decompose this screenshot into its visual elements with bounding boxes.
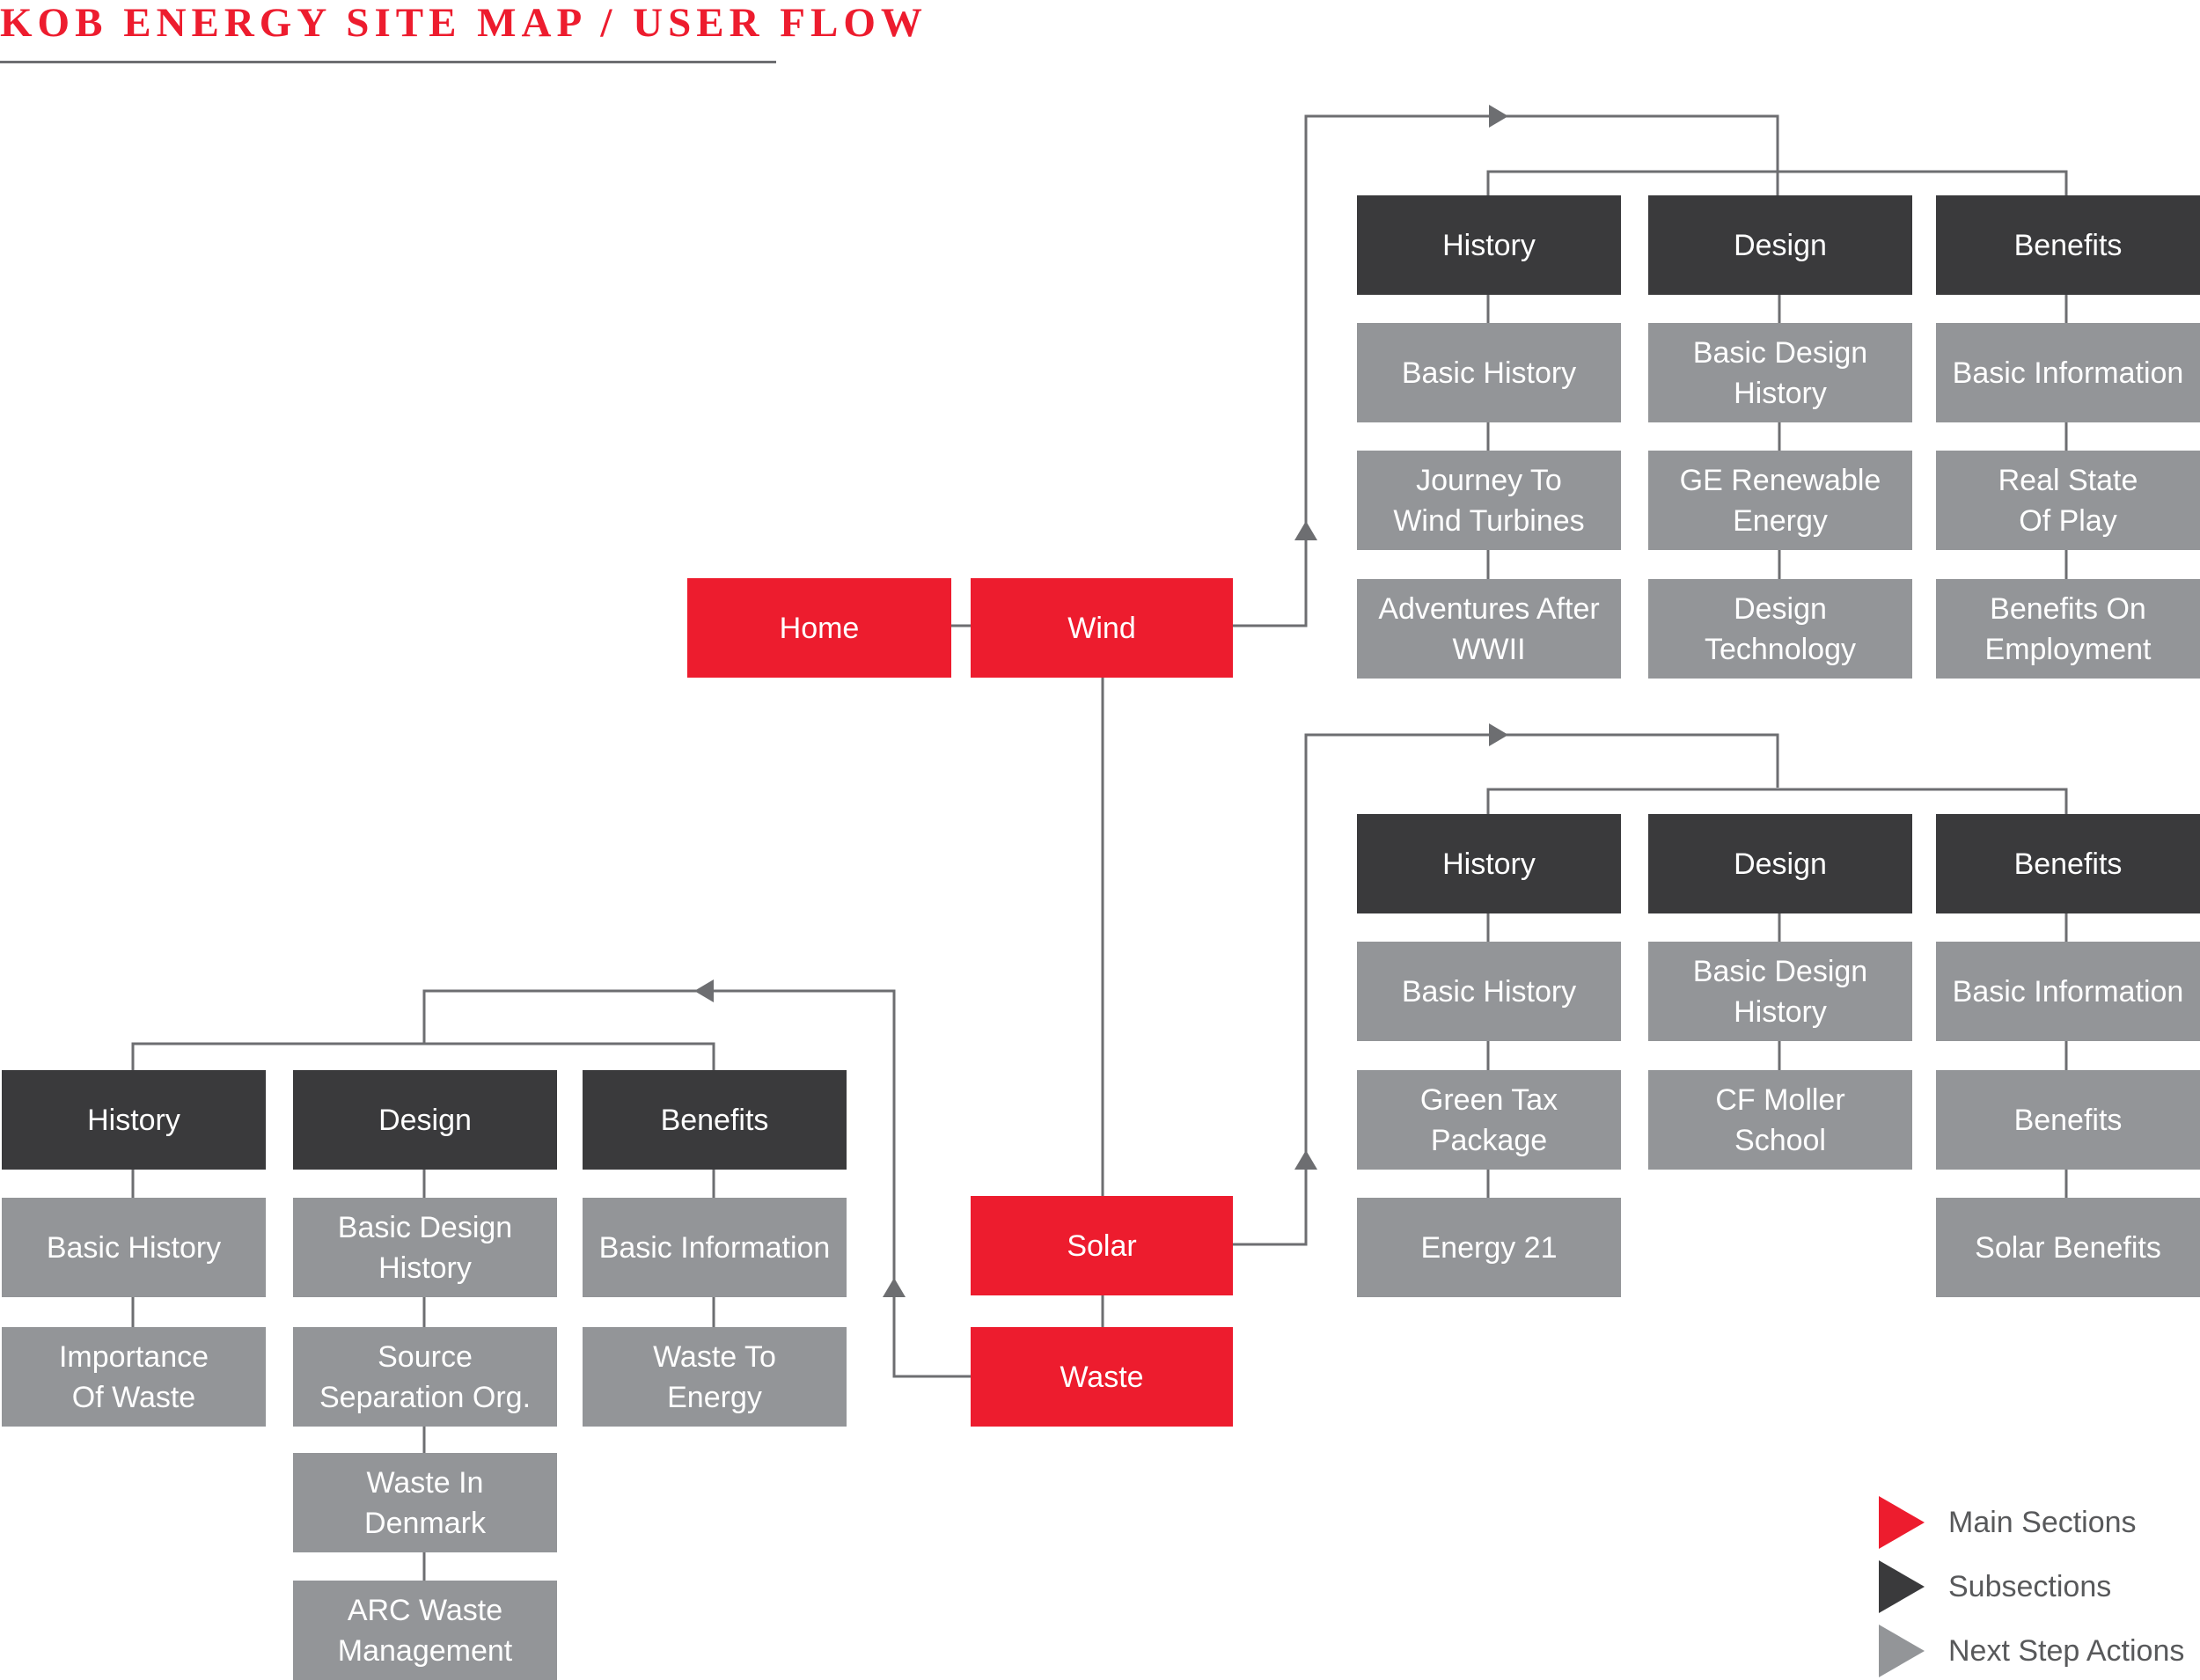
solar-benefits-item-1[interactable]: Basic Information <box>1936 942 2200 1041</box>
waste-node[interactable]: Waste <box>971 1327 1233 1427</box>
wind-design-item-2[interactable]: GE Renewable Energy <box>1648 451 1912 550</box>
solar-benefits-node[interactable]: Benefits <box>1936 814 2200 913</box>
legend-next-step-triangle-icon <box>1879 1625 1925 1677</box>
arrow-left-waste <box>694 979 714 1002</box>
waste-history-node[interactable]: History <box>2 1070 266 1170</box>
arrow-up-wind <box>1294 521 1317 540</box>
solar-history-item-1[interactable]: Basic History <box>1357 942 1621 1041</box>
arrow-right-wind <box>1489 105 1508 128</box>
wind-history-node[interactable]: History <box>1357 195 1621 295</box>
waste-design-node[interactable]: Design <box>293 1070 557 1170</box>
arrow-right-solar <box>1489 723 1508 746</box>
home-node[interactable]: Home <box>687 578 951 678</box>
waste-design-item-2[interactable]: Source Separation Org. <box>293 1327 557 1427</box>
solar-benefits-item-2[interactable]: Benefits <box>1936 1070 2200 1170</box>
legend-next-step-label: Next Step Actions <box>1948 1633 2185 1668</box>
legend-main-triangle-icon <box>1879 1496 1925 1549</box>
solar-history-item-2[interactable]: Green Tax Package <box>1357 1070 1621 1170</box>
connector-waste-flow <box>422 989 971 1378</box>
legend-subsections-label: Subsections <box>1948 1569 2112 1603</box>
waste-benefits-node[interactable]: Benefits <box>583 1070 847 1170</box>
wind-benefits-item-1[interactable]: Basic Information <box>1936 323 2200 422</box>
solar-history-node[interactable]: History <box>1357 814 1621 913</box>
connector-wind-flow <box>1233 114 1779 627</box>
solar-design-item-2[interactable]: CF Moller School <box>1648 1070 1912 1170</box>
legend-subsections-triangle-icon <box>1879 1560 1925 1613</box>
legend-main-label: Main Sections <box>1948 1505 2137 1539</box>
wind-history-item-1[interactable]: Basic History <box>1357 323 1621 422</box>
solar-node[interactable]: Solar <box>971 1196 1233 1295</box>
wind-history-item-3[interactable]: Adventures After WWII <box>1357 579 1621 679</box>
title-underline <box>0 61 776 63</box>
solar-history-item-3[interactable]: Energy 21 <box>1357 1198 1621 1297</box>
wind-design-node[interactable]: Design <box>1648 195 1912 295</box>
wind-node[interactable]: Wind <box>971 578 1233 678</box>
waste-design-item-4[interactable]: ARC Waste Management <box>293 1581 557 1680</box>
waste-design-item-1[interactable]: Basic Design History <box>293 1198 557 1297</box>
legend-subsections: Subsections <box>1879 1560 2111 1613</box>
wind-design-item-3[interactable]: Design Technology <box>1648 579 1912 679</box>
waste-history-item-2[interactable]: Importance Of Waste <box>2 1327 266 1427</box>
solar-design-node[interactable]: Design <box>1648 814 1912 913</box>
wind-benefits-item-3[interactable]: Benefits On Employment <box>1936 579 2200 679</box>
legend-main-sections: Main Sections <box>1879 1496 2137 1549</box>
legend-next-step: Next Step Actions <box>1879 1625 2184 1677</box>
solar-design-item-1[interactable]: Basic Design History <box>1648 942 1912 1041</box>
wind-benefits-node[interactable]: Benefits <box>1936 195 2200 295</box>
waste-history-item-1[interactable]: Basic History <box>2 1198 266 1297</box>
waste-benefits-item-1[interactable]: Basic Information <box>583 1198 847 1297</box>
wind-history-item-2[interactable]: Journey To Wind Turbines <box>1357 451 1621 550</box>
page-title: KOB ENERGY SITE MAP / USER FLOW <box>0 0 928 46</box>
connector-waste-branch <box>131 1042 715 1070</box>
solar-benefits-item-3[interactable]: Solar Benefits <box>1936 1198 2200 1297</box>
wind-design-item-1[interactable]: Basic Design History <box>1648 323 1912 422</box>
waste-design-item-3[interactable]: Waste In Denmark <box>293 1453 557 1552</box>
connector-solar-branch <box>1486 788 2068 814</box>
arrow-up-solar <box>1294 1150 1317 1170</box>
connector-solar-flow <box>1233 733 1779 1246</box>
wind-benefits-item-2[interactable]: Real State Of Play <box>1936 451 2200 550</box>
waste-benefits-item-2[interactable]: Waste To Energy <box>583 1327 847 1427</box>
arrow-up-waste <box>883 1278 906 1297</box>
